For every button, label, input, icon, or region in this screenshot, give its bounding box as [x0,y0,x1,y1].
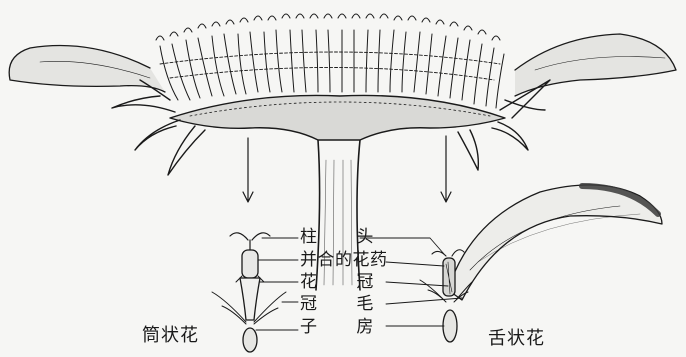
capitulum-section [9,14,676,290]
label-fused-anthers: 并合的花药 [300,252,388,269]
arrow-right [441,136,451,202]
left-ray-petal [9,46,165,93]
receptacle [170,95,505,140]
caption-tubular-floret: 筒状花 [142,327,199,345]
tubular-floret [212,233,286,352]
bracts-left [112,80,205,175]
label-stigma: 柱 头 [300,229,390,246]
arrow-left [243,138,253,202]
label-corolla: 花 冠 [300,274,390,291]
ligulate-floret [420,185,662,342]
caption-ligulate-floret: 舌状花 [488,330,545,348]
label-pappus: 冠 毛 [300,296,390,313]
label-ovary: 子 房 [300,319,390,336]
